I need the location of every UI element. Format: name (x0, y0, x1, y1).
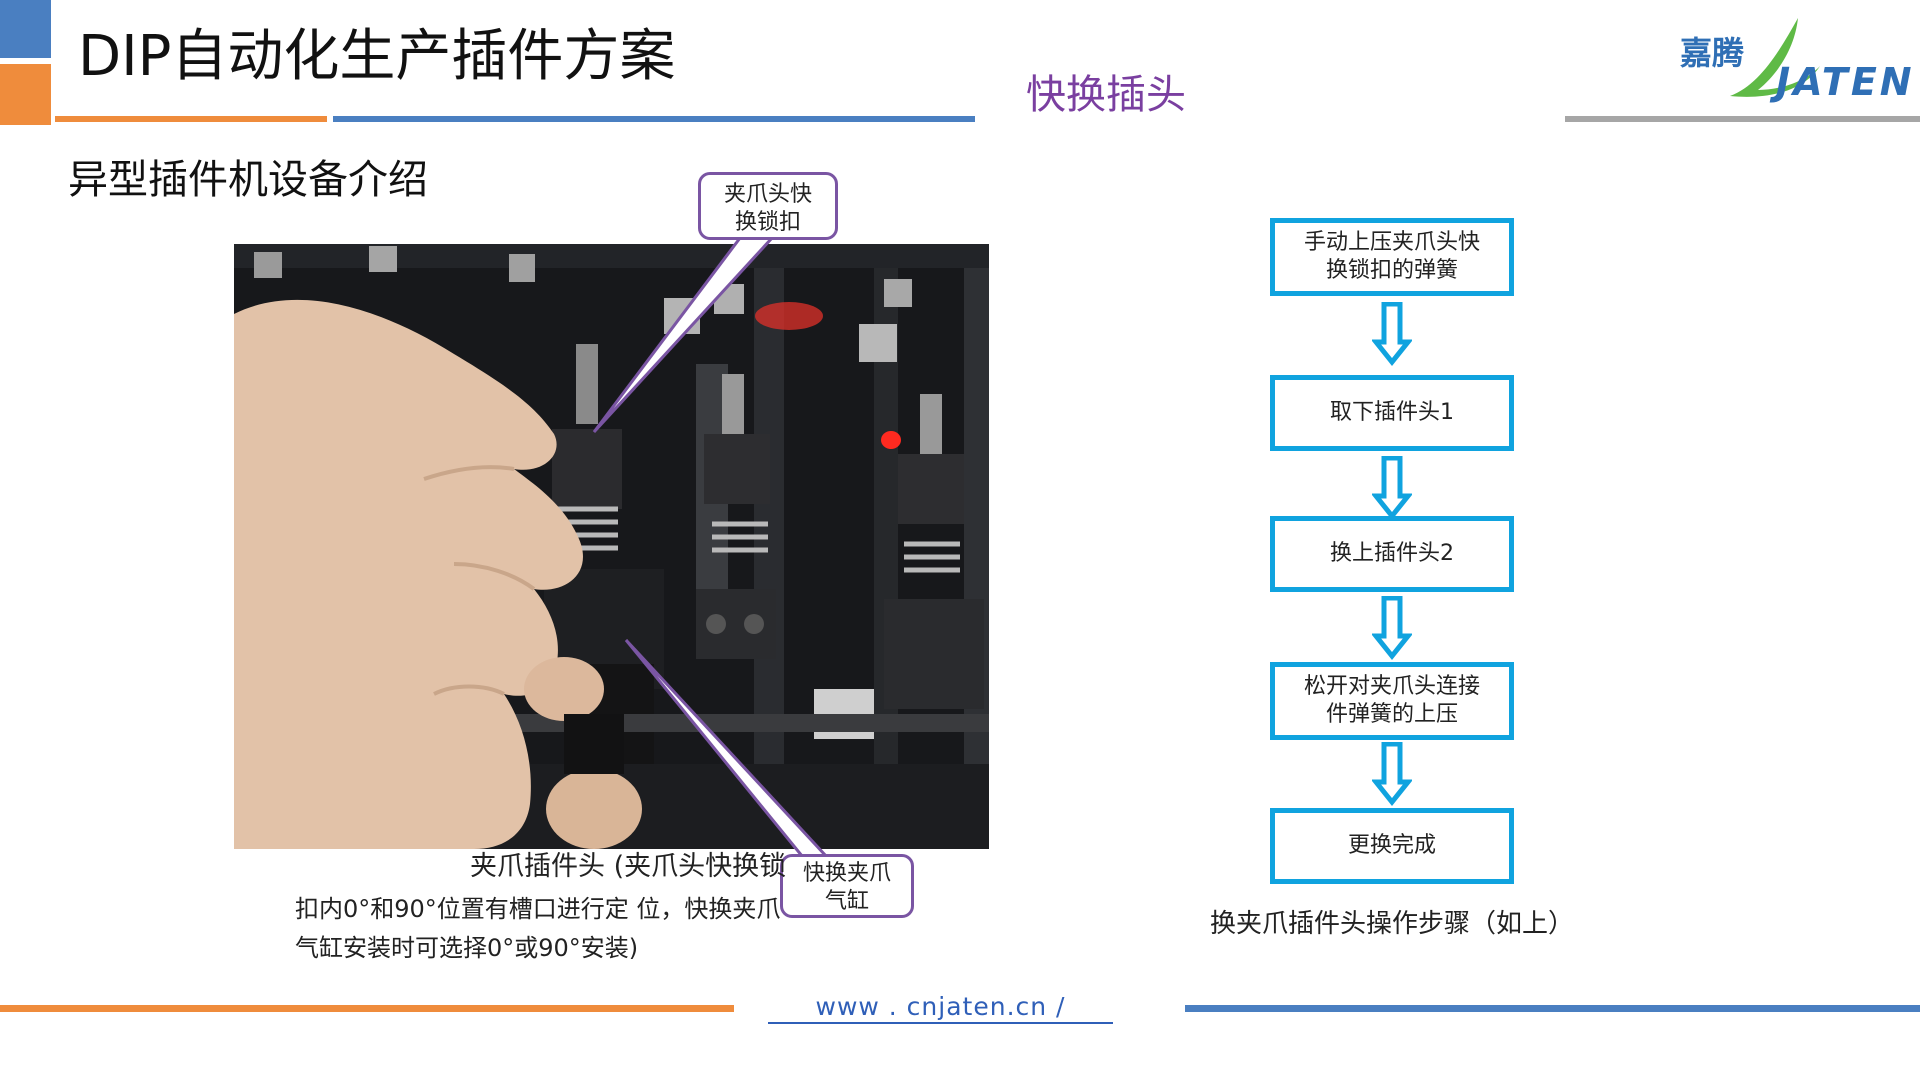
callout-top-line1: 夹爪头快 (723, 182, 812, 207)
flow-step-3-text: 换上插件头2 (1330, 541, 1454, 566)
flow-step-2-text: 取下插件头1 (1330, 400, 1454, 425)
flow-step-5: 更换完成 (1270, 808, 1514, 884)
page-subtitle: 快换插头 (1026, 72, 1186, 118)
callout-bottom-line2: 气缸 (824, 889, 869, 914)
flow-step-1-line2: 换锁扣的弹簧 (1325, 258, 1458, 283)
logo-text-en: JATEN (1776, 60, 1915, 104)
flow-step-4: 松开对夹爪头连接 件弹簧的上压 (1270, 662, 1514, 740)
flow-step-3: 换上插件头2 (1270, 516, 1514, 592)
header-rule-gray (1565, 116, 1920, 122)
photo-caption-line3: 气缸安装时可选择0°或90°安装) (295, 934, 639, 962)
section-title: 异型插件机设备介绍 (68, 157, 428, 203)
flow-step-4-line2: 件弹簧的上压 (1325, 702, 1458, 727)
footer-rule-blue (1185, 1005, 1920, 1012)
flow-step-1-line1: 手动上压夹爪头快 (1303, 230, 1480, 255)
machine-photo (234, 244, 989, 849)
photo-caption-line1: 夹爪插件头 (夹爪头快换锁 (470, 851, 787, 882)
corner-block-orange (0, 64, 51, 125)
flow-step-4-line1: 松开对夹爪头连接 (1303, 674, 1480, 699)
footer-website-link[interactable]: www . cnjaten.cn / (768, 992, 1113, 1024)
flow-arrow-down-icon (1372, 302, 1412, 366)
logo-swoosh-icon (1730, 18, 1820, 97)
flow-arrow-down-icon (1372, 596, 1412, 660)
flow-step-2: 取下插件头1 (1270, 375, 1514, 451)
footer-rule-orange (0, 1005, 734, 1012)
flow-step-5-text: 更换完成 (1347, 833, 1436, 858)
corner-block-blue (0, 0, 51, 58)
callout-bottom-line1: 快换夹爪 (802, 861, 891, 886)
flow-arrow-down-icon (1372, 456, 1412, 520)
callout-quick-lock: 夹爪头快 换锁扣 (698, 172, 838, 240)
page-title: DIP自动化生产插件方案 (78, 24, 676, 89)
company-logo: 嘉腾 JATEN (1680, 10, 1912, 110)
header-rule-blue (333, 116, 975, 122)
flow-arrow-down-icon (1372, 742, 1412, 806)
callout-gripper-cylinder: 快换夹爪 气缸 (780, 854, 914, 918)
callout-top-line2: 换锁扣 (734, 210, 801, 235)
header-rule-orange (55, 116, 327, 122)
logo-text-cn: 嘉腾 (1680, 34, 1745, 72)
flow-caption: 换夹爪插件头操作步骤（如上） (1210, 909, 1575, 939)
flow-step-1: 手动上压夹爪头快 换锁扣的弹簧 (1270, 218, 1514, 296)
photo-caption-line2: 扣内0°和90°位置有槽口进行定 位，快换夹爪 (295, 895, 781, 923)
